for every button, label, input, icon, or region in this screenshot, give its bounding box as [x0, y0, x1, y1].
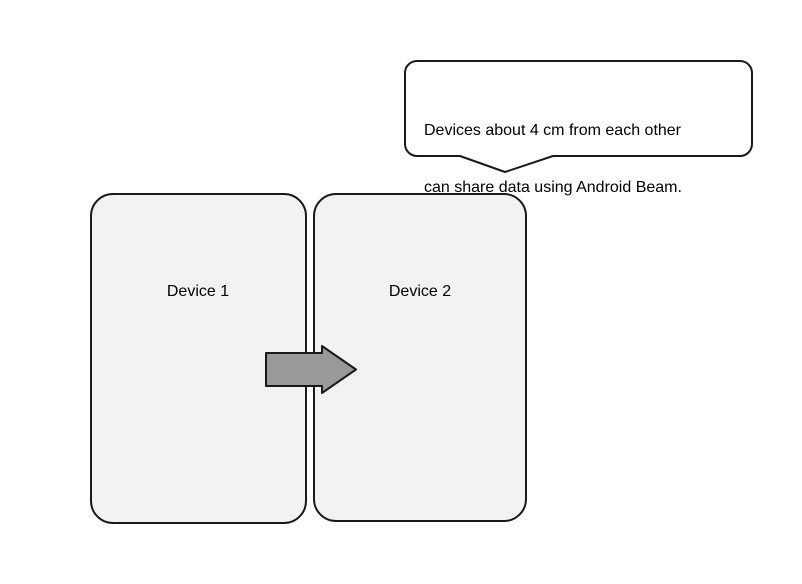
device-2-box[interactable]	[313, 193, 527, 522]
callout-text: Devices about 4 cm from each other can s…	[424, 86, 744, 232]
device-2-label: Device 2	[388, 283, 452, 300]
device-1-label: Device 1	[166, 283, 230, 300]
data-transfer-arrow-shape[interactable]	[265, 345, 357, 394]
callout-line-2: can share data using Android Beam.	[424, 179, 682, 196]
callout-bubble-shape[interactable]	[404, 60, 753, 173]
callout-line-1: Devices about 4 cm from each other	[424, 122, 682, 139]
